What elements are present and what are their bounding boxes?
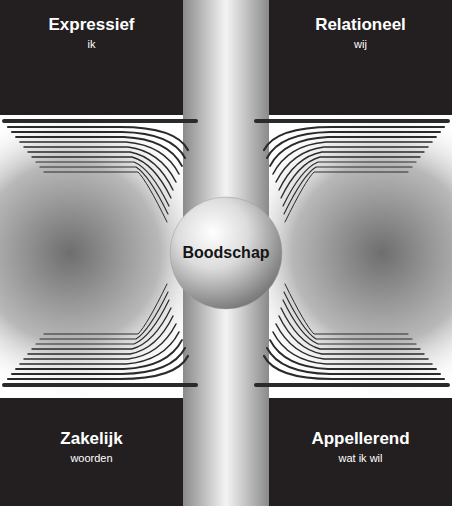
box-subtitle: ik: [88, 37, 96, 51]
corner-box: Appellerend wat ik wil: [269, 398, 452, 506]
box-title: Zakelijk: [60, 428, 122, 449]
box-title: Appellerend: [311, 428, 409, 449]
corner-box: Expressief ik: [0, 0, 183, 115]
center-label: Boodschap: [182, 243, 269, 263]
box-subtitle: wat ik wil: [338, 451, 382, 465]
corner-box: Relationeel wij: [269, 0, 452, 115]
corner-box: Zakelijk woorden: [0, 398, 183, 506]
box-subtitle: wij: [354, 37, 367, 51]
message-sphere: Boodschap: [171, 198, 281, 308]
box-subtitle: woorden: [70, 451, 112, 465]
box-title: Relationeel: [315, 14, 406, 35]
box-title: Expressief: [49, 14, 135, 35]
